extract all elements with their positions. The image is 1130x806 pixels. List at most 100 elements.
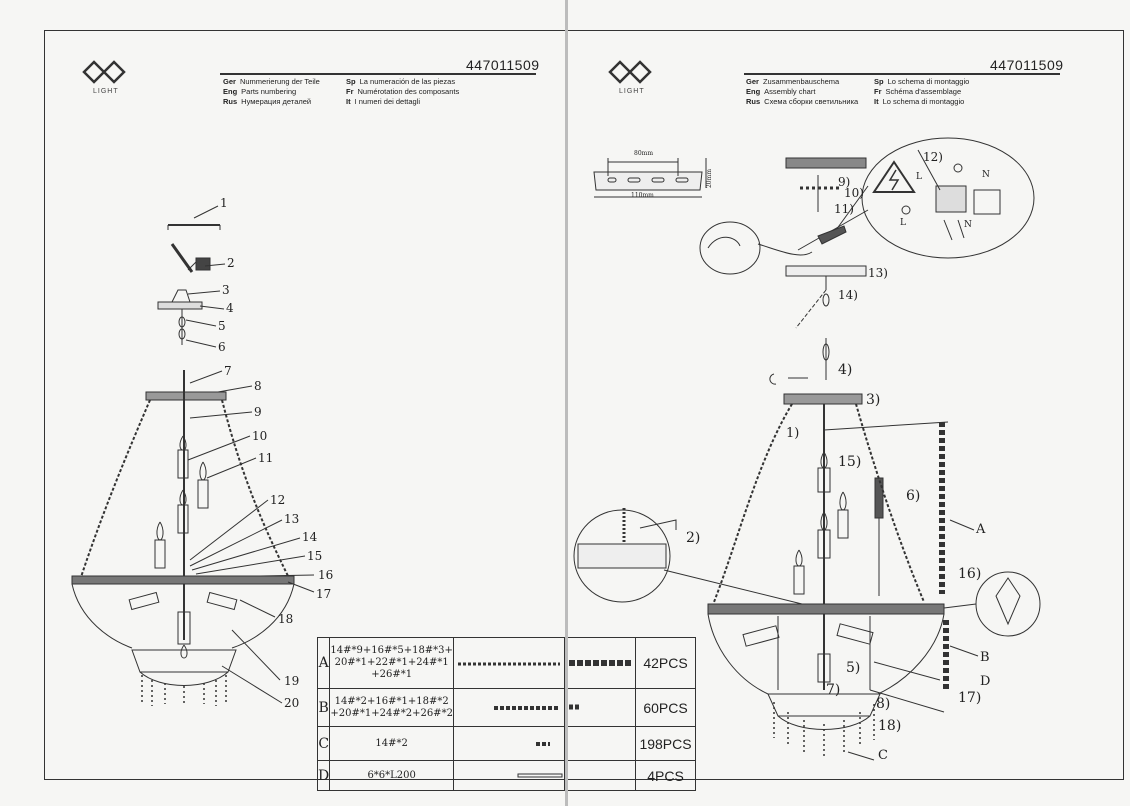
bead-strand-icon bbox=[568, 704, 581, 710]
logo-text: LIGHT bbox=[93, 88, 119, 95]
bead-pair-icon bbox=[535, 742, 550, 746]
part-letter-a: A bbox=[976, 522, 986, 537]
step-4: 4) bbox=[838, 362, 853, 378]
step-18: 18) bbox=[878, 718, 902, 734]
part-letter: A bbox=[316, 637, 331, 689]
step-5: 5) bbox=[846, 660, 861, 676]
part-letter-b: B bbox=[980, 650, 990, 665]
callout-19: 19 bbox=[284, 674, 300, 688]
header-rule bbox=[220, 73, 536, 75]
lang-code: Eng bbox=[746, 87, 761, 96]
step-9: 9) bbox=[838, 175, 851, 189]
document-number: 447011509 bbox=[990, 57, 1064, 73]
header-text: Нумерация деталей bbox=[241, 97, 312, 106]
document-number: 447011509 bbox=[466, 57, 540, 73]
header-text: Schéma d'assemblage bbox=[885, 87, 962, 96]
part-rod-d-image bbox=[452, 760, 566, 791]
callout-4: 4 bbox=[226, 301, 234, 315]
callout-5: 5 bbox=[218, 319, 226, 333]
header-text: Lo schema di montaggio bbox=[887, 77, 970, 86]
step-8: 8) bbox=[876, 696, 891, 712]
step-12: 12) bbox=[923, 150, 943, 164]
parts-row-c: C 14#*2 bbox=[316, 726, 566, 761]
step-13: 13) bbox=[868, 266, 888, 280]
bracket-width-dim: 80mm bbox=[634, 150, 654, 157]
assembly-drawing bbox=[573, 137, 1041, 761]
part-strand-b-image bbox=[452, 688, 566, 727]
bracket-height-dim: 20mm bbox=[706, 168, 714, 189]
parts-row-a: 42PCS bbox=[568, 637, 696, 689]
header-text: Numérotation des composants bbox=[357, 87, 460, 96]
callout-7: 7 bbox=[224, 364, 232, 378]
callout-17: 17 bbox=[316, 587, 332, 601]
bead-strand-icon bbox=[493, 706, 560, 710]
callout-14: 14 bbox=[302, 530, 318, 544]
lang-code: Fr bbox=[874, 87, 882, 96]
part-letter: B bbox=[316, 688, 331, 727]
step-2: 2) bbox=[686, 530, 701, 546]
lang-code: Fr bbox=[346, 87, 354, 96]
step-10: 10) bbox=[844, 186, 864, 200]
part-letter: C bbox=[316, 726, 331, 761]
page-gutter bbox=[565, 0, 568, 806]
step-15: 15) bbox=[838, 454, 862, 470]
step-16: 16) bbox=[958, 566, 982, 582]
mw-logo-icon bbox=[608, 60, 652, 84]
callout-2: 2 bbox=[227, 256, 235, 270]
callout-15: 15 bbox=[307, 549, 323, 563]
part-quantity: 42PCS bbox=[635, 637, 696, 689]
step-3: 3) bbox=[866, 392, 881, 408]
bead-strand-icon bbox=[457, 662, 560, 665]
lang-code: It bbox=[874, 97, 879, 106]
part-code: 14#*2 bbox=[329, 726, 454, 761]
parts-table-continued: 42PCS 60PCS 198PCS 4PCS bbox=[568, 637, 696, 791]
parts-row-d: 4PCS bbox=[568, 760, 696, 791]
right-sheet: 42PCS 60PCS 198PCS 4PCS 447011509 LIGHT … bbox=[568, 0, 1130, 806]
header-text: Lo schema di montaggio bbox=[882, 97, 965, 106]
parts-row-b: B 14#*2+16#*1+18#*2 +20#*1+24#*2+26#*2 bbox=[316, 688, 566, 727]
wire-label-n2: N bbox=[964, 220, 972, 230]
parts-table: A 14#*9+16#*5+18#*3+ 20#*1+22#*1+24#*1 +… bbox=[316, 637, 566, 791]
part-letter-c: C bbox=[878, 748, 888, 763]
logo-text: LIGHT bbox=[619, 88, 645, 95]
step-6: 6) bbox=[906, 488, 921, 504]
wire-label-l2: L bbox=[900, 218, 906, 228]
lang-code: Sp bbox=[874, 77, 884, 86]
callout-10: 10 bbox=[252, 429, 268, 443]
mw-logo-icon bbox=[82, 60, 126, 84]
callout-12: 12 bbox=[270, 493, 286, 507]
callout-6: 6 bbox=[218, 340, 226, 354]
lang-code: It bbox=[346, 97, 351, 106]
step-7: 7) bbox=[826, 682, 841, 698]
lang-code: Sp bbox=[346, 77, 356, 86]
wire-label-l1: L bbox=[916, 172, 922, 182]
lang-code: Rus bbox=[223, 97, 238, 106]
wire-label-n1: N bbox=[982, 170, 990, 180]
callout-20: 20 bbox=[284, 696, 300, 710]
right-page-frame bbox=[568, 30, 1124, 780]
header-text: Zusammenbauschema bbox=[762, 77, 840, 86]
callout-1: 1 bbox=[220, 196, 228, 210]
header-text: I numeri dei dettagli bbox=[354, 97, 421, 106]
header-text: Assembly chart bbox=[764, 87, 816, 96]
parts-row-b: 60PCS bbox=[568, 688, 696, 727]
callout-3: 3 bbox=[222, 283, 230, 297]
parts-row-d: D 6*6*L200 bbox=[316, 760, 566, 791]
callout-18: 18 bbox=[278, 612, 294, 626]
header-text: Parts numbering bbox=[241, 87, 297, 96]
part-letter-d: D bbox=[980, 674, 991, 689]
header-rule bbox=[744, 73, 1060, 75]
part-letter: D bbox=[316, 760, 331, 791]
rod-icon bbox=[517, 773, 563, 778]
part-code: 6*6*L200 bbox=[329, 760, 454, 791]
header-text: La numeración de las piezas bbox=[359, 77, 456, 86]
bracket-length-dim: 110mm bbox=[631, 192, 654, 199]
part-code: 14#*9+16#*5+18#*3+ 20#*1+22#*1+24#*1 +26… bbox=[329, 637, 454, 689]
part-strand-a-image bbox=[452, 637, 566, 689]
part-strand-c-image bbox=[452, 726, 566, 761]
lang-code: Ger bbox=[223, 77, 236, 86]
